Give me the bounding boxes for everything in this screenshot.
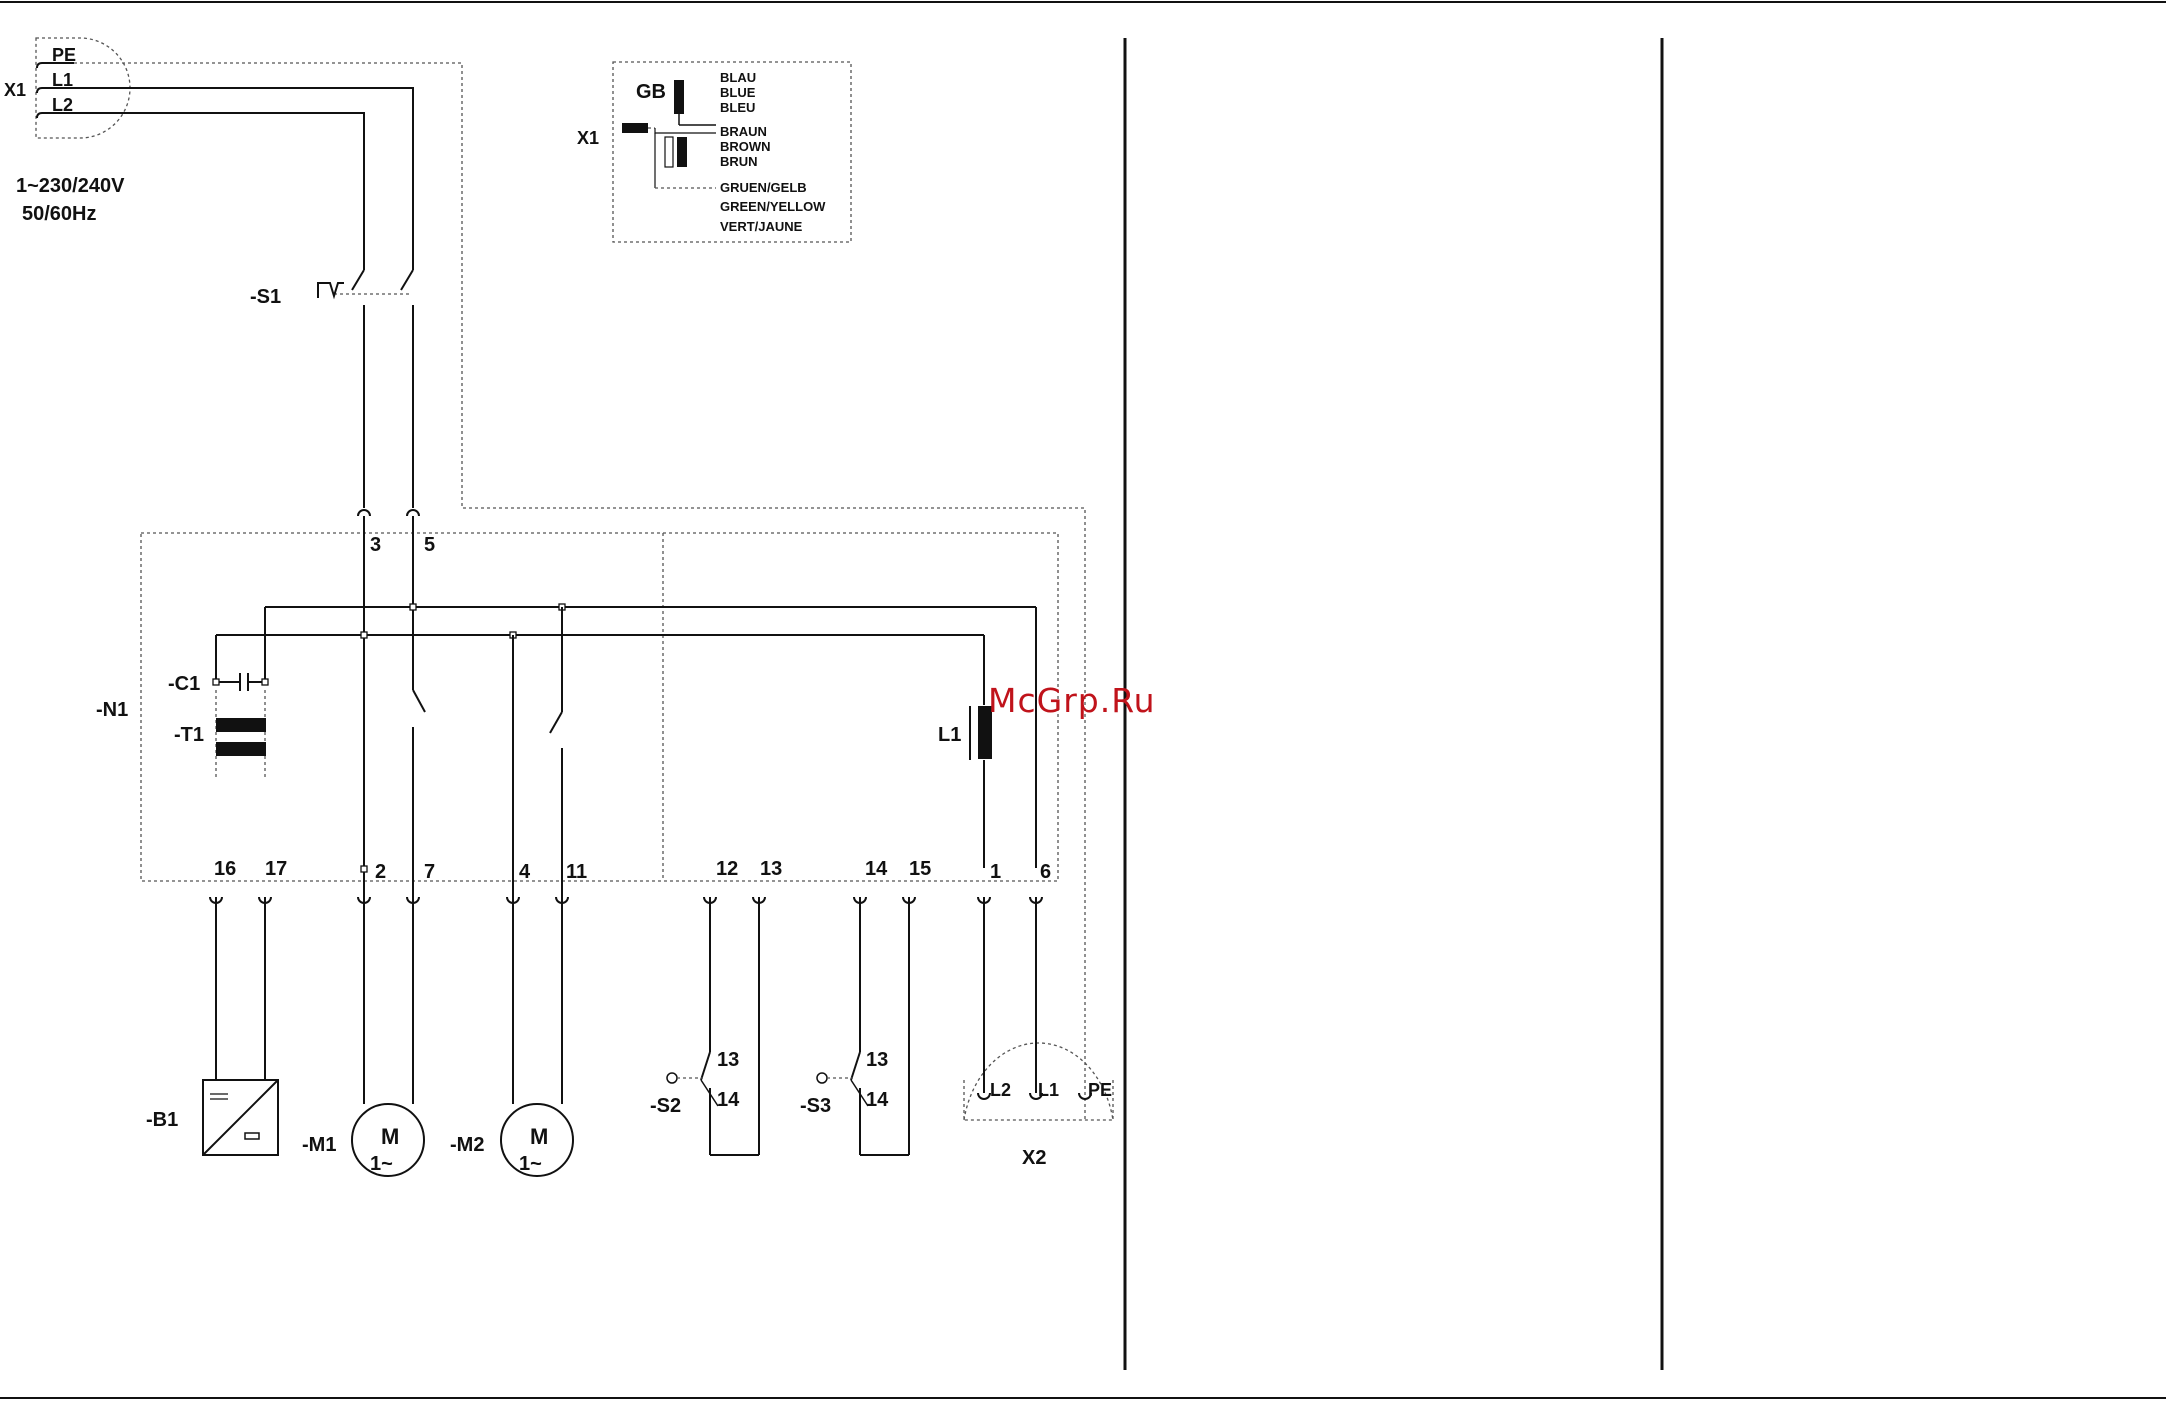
switch2-label: -S2 (650, 1095, 681, 1117)
terminal-12: 12 (716, 858, 738, 880)
terminal-3: 3 (370, 534, 381, 556)
transformer-label: -T1 (174, 724, 204, 746)
legend-blue-de: BLAU (720, 70, 756, 85)
sensor-b1: -B1 (146, 1080, 278, 1155)
legend-green-yellow-de: GRUEN/GELB (720, 180, 807, 195)
legend-blue-en: BLUE (720, 85, 756, 100)
terminal-2: 2 (375, 861, 386, 883)
terminal-cups (210, 897, 1042, 903)
switch-s3: 13 14 -S3 (800, 897, 909, 1155)
controller-label: -N1 (96, 699, 128, 721)
x2-terminal-l1: L1 (1038, 1080, 1059, 1100)
terminal-17: 17 (265, 858, 287, 880)
motor1-symbol: M (381, 1124, 399, 1149)
coil-label: L1 (938, 724, 961, 746)
terminal-16: 16 (214, 858, 236, 880)
x2-terminal-l2: L2 (990, 1080, 1011, 1100)
s2-terminal-14: 14 (717, 1089, 740, 1111)
x2-terminal-pe: PE (1088, 1080, 1112, 1100)
supply-connector-label: X1 (4, 80, 26, 100)
terminal-l2: L2 (52, 95, 73, 115)
terminal-13: 13 (760, 858, 782, 880)
motor2-symbol: M (530, 1124, 548, 1149)
controller-n1: -N1 (96, 533, 1058, 881)
terminal-6: 6 (1040, 861, 1051, 883)
internal-labels: -C1 -T1 L1 (168, 673, 961, 746)
motor1-label: -M1 (302, 1134, 336, 1156)
motor-m2: M 1~ -M2 (450, 1104, 573, 1176)
main-switch-label: -S1 (250, 286, 281, 308)
legend-brown-en: BROWN (720, 139, 771, 154)
switch-s2: 13 14 -S2 (650, 897, 759, 1155)
legend-connector: X1 (577, 128, 599, 148)
supply-frequency: 50/60Hz (22, 203, 97, 225)
terminal-4: 4 (519, 861, 531, 883)
legend-brown-fr: BRUN (720, 154, 758, 169)
legend-green-yellow-en: GREEN/YELLOW (720, 199, 826, 214)
terminal-7: 7 (424, 861, 435, 883)
terminal-pe: PE (52, 45, 76, 65)
motor-m1: M 1~ -M1 (302, 1104, 424, 1176)
outgoing-wires (216, 868, 562, 1104)
s2-terminal-13: 13 (717, 1049, 739, 1071)
capacitor-label: -C1 (168, 673, 200, 695)
outlet-connector-x2: L2 L1 PE X2 (964, 897, 1113, 1169)
supply-wires (74, 63, 1085, 1120)
legend-green-yellow-fr: VERT/JAUNE (720, 219, 803, 234)
s3-terminal-14: 14 (866, 1089, 889, 1111)
legend-ground-mark: GB (636, 81, 666, 103)
motor2-phase: 1~ (519, 1153, 542, 1175)
terminal-15: 15 (909, 858, 931, 880)
supply-voltage: 1~230/240V (16, 175, 125, 197)
color-legend: GB X1 BLAU BLUE BLEU BRAUN BROWN BRUN GR… (577, 62, 851, 242)
terminal-l1: L1 (52, 70, 73, 90)
supply-connector-x1: X1 PE L1 L2 1~230/240V 50/60Hz (4, 38, 130, 225)
terminal-14: 14 (865, 858, 888, 880)
terminal-1: 1 (990, 861, 1001, 883)
internal-wiring (213, 516, 1036, 872)
switch3-label: -S3 (800, 1095, 831, 1117)
main-switch-s1: -S1 (250, 262, 413, 508)
bottom-terminals: 16 17 2 7 4 11 12 13 14 15 1 6 (214, 858, 1051, 883)
sensor-label: -B1 (146, 1109, 178, 1131)
motor2-label: -M2 (450, 1134, 484, 1156)
motor1-phase: 1~ (370, 1153, 393, 1175)
watermark: McGrp.Ru (988, 681, 1156, 720)
s3-terminal-13: 13 (866, 1049, 888, 1071)
legend-blue-fr: BLEU (720, 100, 755, 115)
legend-brown-de: BRAUN (720, 124, 767, 139)
terminal-11: 11 (566, 861, 587, 883)
terminal-5: 5 (424, 534, 435, 556)
outlet-label: X2 (1022, 1147, 1046, 1169)
